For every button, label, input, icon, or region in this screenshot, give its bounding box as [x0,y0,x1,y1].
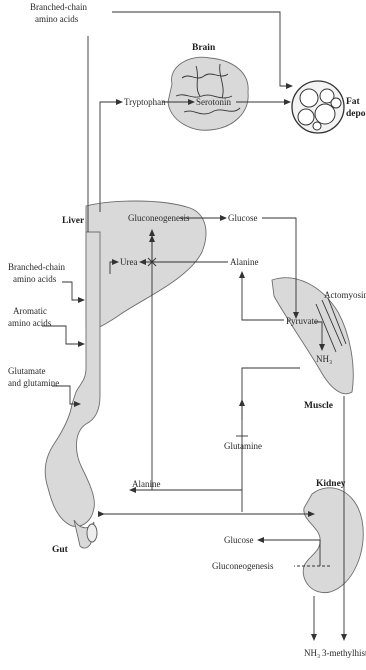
brain-label: Brain [192,43,216,53]
aromatic-label-1: Aromatic [13,306,47,316]
alanine-bottom-label: Alanine [132,479,161,489]
gut-outlet [87,524,97,542]
glutamate-label-1: Glutamate [8,366,46,376]
glutamate-label-2: and glutamine [8,378,59,388]
gluconeogenesis-kidney-label: Gluconeogenesis [212,561,274,571]
bcaa-top-label-1: Branched-chain [30,2,87,12]
serotonin-label: Serotonin [196,97,231,107]
glutamine-trunk [242,368,300,512]
fat-label-1: Fat [346,97,361,107]
fat-label-2: depot [346,109,366,119]
alanine-top-label: Alanine [230,257,259,267]
kidney-label: Kidney [316,479,346,489]
gut-label: Gut [52,545,69,555]
methylhistidine-label: 3-methylhistidine [322,648,366,658]
bcaa-left-label-1: Branched-chain [8,262,65,272]
tryptophan-label: Tryptophan [124,97,166,107]
glucose-liver-label: Glucose [228,213,258,223]
urea-label: Urea [120,257,138,267]
aromatic-leader [42,326,84,344]
liver-label: Liver [62,216,85,226]
actomyosin-label: Actomyosin [324,290,366,300]
fat-depot-shape [292,81,344,133]
bcaa-left-label-2: amino acids [13,274,57,284]
pyruvate-label: Pyruvate [286,316,318,326]
tryptophan-arrow [100,102,122,212]
nh3-bottom-label: NH₃ [304,648,320,658]
glucose-kidney-label: Glucose [224,535,254,545]
brain-shape [168,57,248,130]
gluconeogenesis-liver-label: Gluconeogenesis [128,213,190,223]
aromatic-label-2: amino acids [8,318,52,328]
bcaa-left-leader [62,282,84,300]
glutamine-label: Glutamine [224,441,262,451]
muscle-label: Muscle [304,401,333,411]
nh3-muscle-label: NH₃ [316,354,332,364]
bcaa-top-label-2: amino acids [35,14,79,24]
